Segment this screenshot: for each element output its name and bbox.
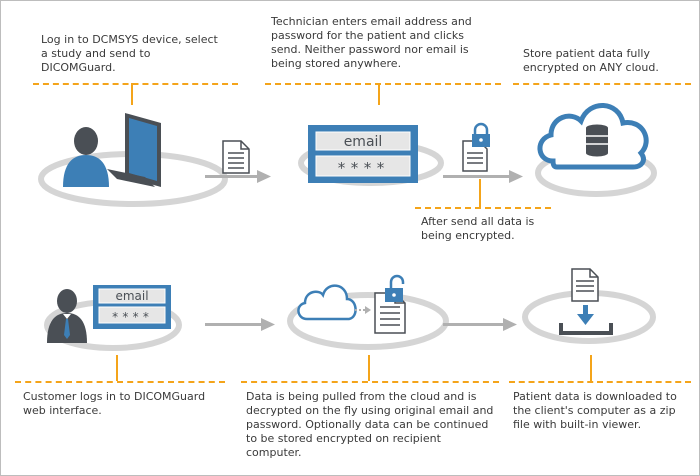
separator-enter-credentials [265, 83, 501, 85]
document-icon [222, 140, 250, 174]
separator-login-send [33, 83, 238, 85]
caption-login-send: Log in to DCMSYS device, select a study … [41, 33, 218, 74]
customer-password-field-mask: **** [112, 310, 153, 324]
cloud-database-icon [537, 103, 649, 170]
connector-login-send [131, 83, 133, 105]
separator-customer-login [15, 381, 225, 383]
connector-pull-decrypt [368, 355, 370, 381]
arrow-dashed-icon [355, 306, 371, 314]
unlocked-document-icon [374, 274, 406, 334]
flow-arrows [205, 170, 523, 331]
password-field-mask: **** [337, 159, 389, 177]
arrow-right-icon [443, 318, 517, 331]
customer-login-icon: email **** [47, 285, 171, 343]
connector-customer-login [116, 355, 118, 381]
cloud-icon [297, 284, 357, 321]
separator-store-cloud [513, 83, 691, 85]
caption-download: Patient data is downloaded to the client… [513, 390, 677, 431]
caption-encrypt: After send all data is being encrypted. [421, 215, 535, 242]
separator-pull-decrypt [241, 381, 499, 383]
caption-store-cloud: Store patient data fully encrypted on AN… [523, 47, 659, 74]
platform-ellipse [287, 292, 449, 350]
credentials-form: email **** [308, 125, 418, 183]
customer-email-field-label: email [115, 289, 148, 303]
encrypted-document-icon [462, 122, 490, 172]
caption-enter-credentials: Technician enters email address and pass… [271, 15, 472, 70]
arrow-right-icon [443, 170, 523, 183]
technician-workstation-icon [63, 113, 161, 187]
download-icon [559, 268, 613, 335]
arrow-right-icon [205, 170, 271, 183]
separator-download [509, 381, 691, 383]
connector-enter-credentials [378, 83, 380, 105]
caption-customer-login: Customer logs in to DICOMGuard web inter… [23, 390, 206, 417]
arrow-right-icon [205, 318, 275, 331]
connector-download [590, 355, 592, 381]
email-field-label: email [344, 134, 383, 150]
separator-encrypt [415, 207, 551, 209]
caption-pull-decrypt: Data is being pulled from the cloud and … [246, 390, 494, 459]
connector-encrypt [479, 179, 481, 207]
